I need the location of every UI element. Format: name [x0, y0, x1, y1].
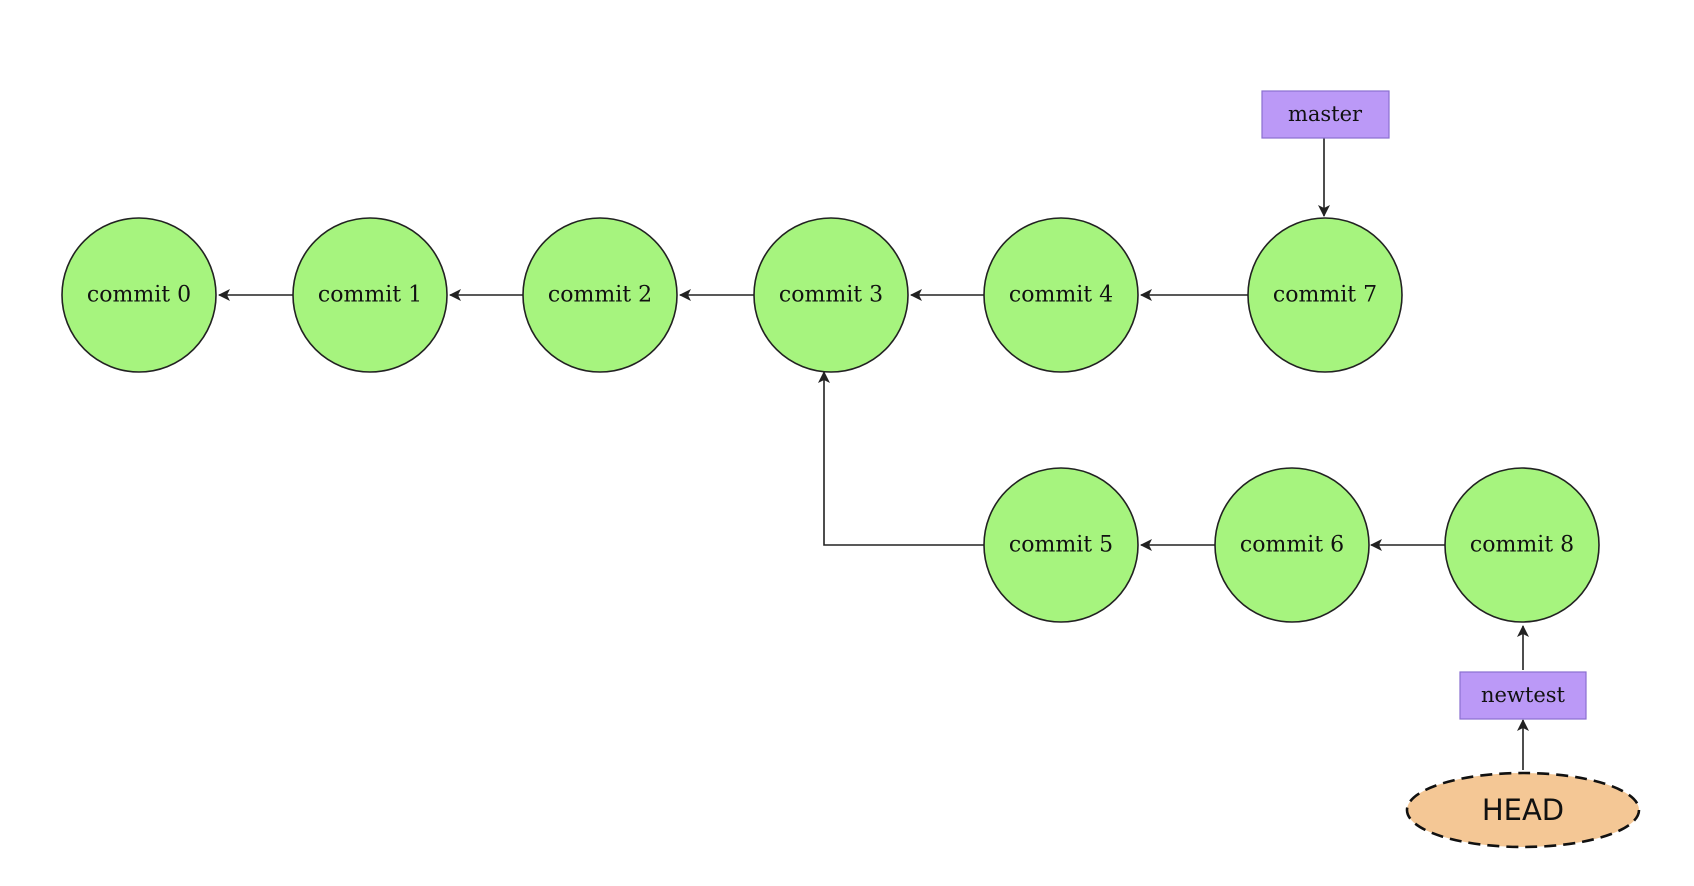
commit-node-2: commit 2: [522, 217, 678, 373]
commit-label: commit 6: [1240, 533, 1344, 558]
commit-label: commit 5: [1009, 533, 1113, 558]
commit-node-3: commit 3: [753, 217, 909, 373]
commit-label: commit 8: [1470, 533, 1574, 558]
head-pointer: HEAD: [1405, 771, 1641, 849]
commit-label: commit 0: [87, 283, 191, 308]
commit-node-7: commit 7: [1247, 217, 1403, 373]
branch-label: newtest: [1481, 683, 1566, 707]
edge-commit-5-to-commit-3: [818, 371, 984, 546]
branch-master: master: [1261, 90, 1390, 139]
commit-node-8: commit 8: [1444, 467, 1600, 623]
commit-node-4: commit 4: [983, 217, 1139, 373]
commit-node-1: commit 1: [292, 217, 448, 373]
head-label: HEAD: [1482, 793, 1564, 827]
commit-label: commit 1: [318, 283, 422, 308]
commit-node-5: commit 5: [983, 467, 1139, 623]
branch-label: master: [1288, 102, 1363, 126]
commit-label: commit 4: [1009, 283, 1113, 308]
branch-newtest: newtest: [1459, 671, 1587, 720]
commit-node-0: commit 0: [61, 217, 217, 373]
commit-label: commit 2: [548, 283, 652, 308]
edges: [218, 138, 1529, 770]
commit-node-6: commit 6: [1214, 467, 1370, 623]
commit-label: commit 3: [779, 283, 883, 308]
commit-label: commit 7: [1273, 283, 1377, 308]
